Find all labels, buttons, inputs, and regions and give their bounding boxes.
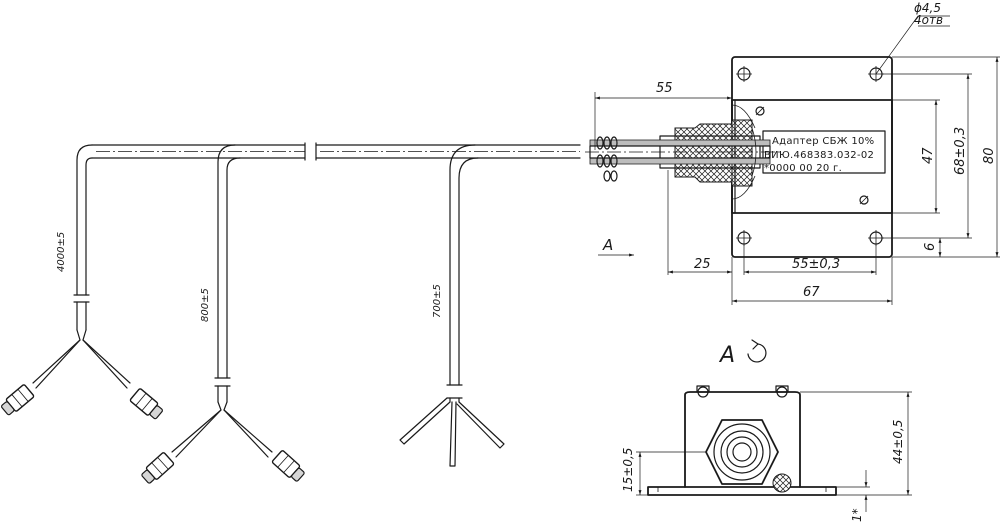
view-a: A 15±0,5 44±0,5 1* (621, 339, 912, 522)
connector-plug (271, 450, 305, 482)
nameplate-line-2: ВИЮ.468383.032-02 (764, 150, 874, 161)
mounting-hole (736, 230, 752, 246)
nameplate-line-3: *0000 00 20 г. (764, 163, 842, 174)
dimension-67: 67 (803, 285, 820, 300)
dimension-47: 47 (921, 147, 936, 164)
dimension-55: 55 (656, 81, 673, 96)
screw (755, 106, 765, 116)
lead-length-label: 4000±5 (56, 232, 67, 272)
dimension-68: 68±0,3 (953, 127, 968, 175)
dimension-80: 80 (982, 147, 997, 164)
connector-plug (129, 388, 163, 420)
lead-4000: 4000±5 (1, 144, 163, 420)
hole-diameter-label: ϕ4,5 (914, 1, 941, 15)
dimension-25: 25 (694, 257, 711, 272)
dimension-44: 44±0,5 (891, 420, 905, 464)
dimension-6: 6 (923, 243, 938, 251)
dimension-55-tol: 55±0,3 (792, 257, 840, 272)
cable-assembly: 4000±5 800±5 (1, 142, 581, 484)
hole-count-label: 4отв (914, 13, 943, 27)
dimension-1: 1* (850, 508, 864, 522)
svg-text:A: A (718, 343, 735, 368)
lead-800: 800±5 (141, 144, 305, 484)
lead-length-label: 800±5 (200, 288, 211, 322)
lead-length-label: 700±5 (432, 284, 443, 318)
view-arrow: A (598, 236, 634, 257)
view-a-base (647, 486, 837, 496)
adapter-front-view: Адаптер СБЖ 10% ВИЮ.468383.032-02 *0000 … (585, 1, 1000, 305)
connector-plug (1, 384, 35, 416)
nameplate-line-1: Адаптер СБЖ 10% (772, 136, 874, 147)
connector-plug (141, 452, 175, 484)
view-a-title: A (718, 339, 767, 368)
main-cable (91, 142, 581, 161)
screw (859, 195, 869, 205)
view-a-body (684, 391, 801, 488)
cable-gland-section (585, 99, 780, 214)
lead-700: 700±5 (399, 144, 505, 467)
mounting-hole (736, 66, 752, 82)
view-arrow-label: A (602, 236, 613, 254)
cable-coil (596, 136, 618, 182)
gland-hex (705, 419, 779, 485)
dimension-15: 15±0,5 (621, 448, 635, 492)
mounting-hole (868, 230, 884, 246)
